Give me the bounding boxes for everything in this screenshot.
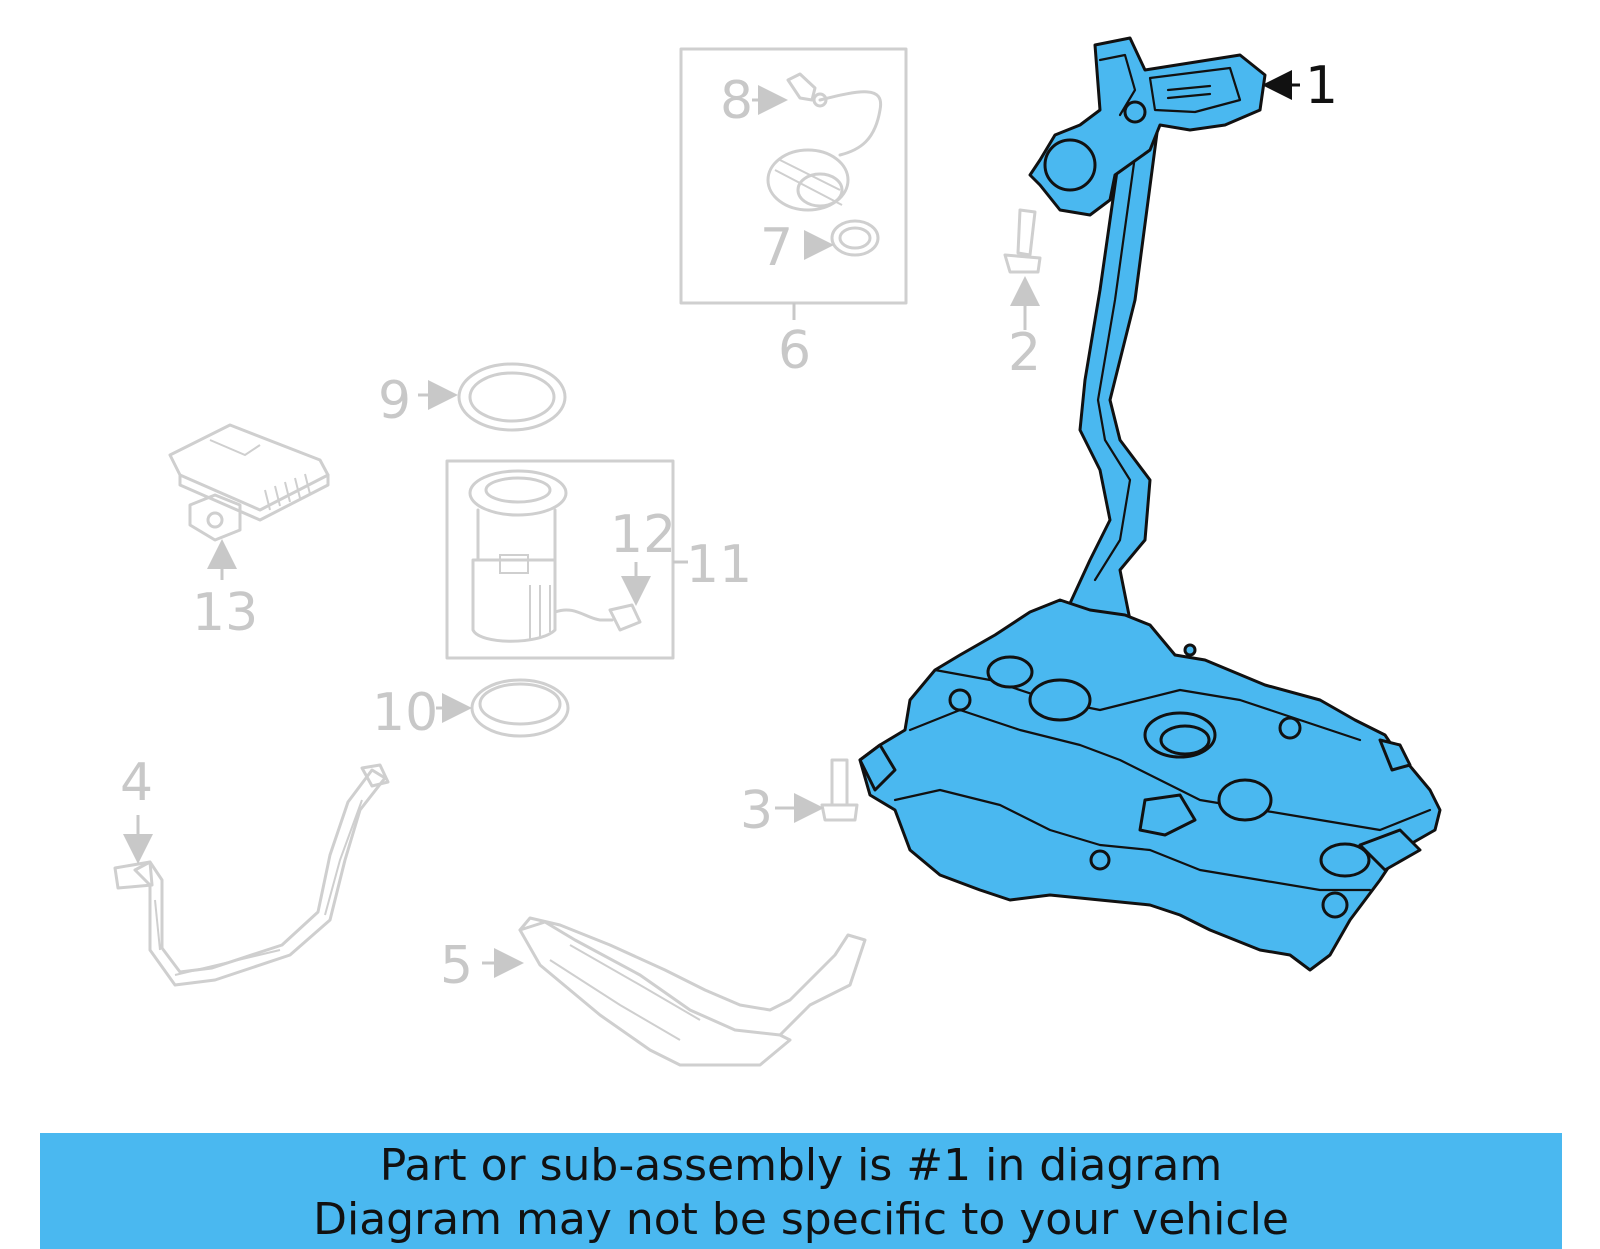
info-banner: Part or sub-assembly is #1 in diagram Di… xyxy=(40,1133,1562,1249)
part-6-filler-cap-kit[interactable] xyxy=(679,47,908,320)
callout-12: 12 xyxy=(610,505,676,565)
part-10-pump-seal[interactable] xyxy=(436,678,570,738)
callout-2: 2 xyxy=(1008,323,1041,383)
callout-10: 10 xyxy=(372,683,438,743)
banner-line-2: Diagram may not be specific to your vehi… xyxy=(313,1194,1289,1245)
part-1-fuel-tank-assembly[interactable] xyxy=(858,36,1442,972)
parts-diagram: 1 2 3 4 5 6 7 8 9 10 11 12 13 xyxy=(113,36,1442,1067)
part-4-tank-strap[interactable] xyxy=(113,763,390,987)
callout-11: 11 xyxy=(686,535,752,595)
callout-3: 3 xyxy=(740,781,773,841)
callout-9: 9 xyxy=(378,371,411,431)
callout-5: 5 xyxy=(440,936,473,996)
part-11-fuel-pump-module[interactable] xyxy=(445,459,688,660)
part-8-clip[interactable] xyxy=(752,72,828,115)
callout-6: 6 xyxy=(778,321,811,381)
part-5-heat-shield[interactable] xyxy=(482,916,867,1067)
callout-7: 7 xyxy=(760,218,793,278)
banner-line-1: Part or sub-assembly is #1 in diagram xyxy=(379,1140,1223,1191)
part-12-sender-lead[interactable] xyxy=(553,562,651,632)
part-13-control-module[interactable] xyxy=(168,423,330,580)
callout-8: 8 xyxy=(720,71,753,131)
part-9-lock-ring[interactable] xyxy=(418,362,567,432)
callout-13: 13 xyxy=(192,583,258,643)
part-7-seal-ring[interactable] xyxy=(804,219,880,260)
part-2-bolt[interactable] xyxy=(1003,208,1042,330)
callout-4: 4 xyxy=(120,753,153,813)
callout-1: 1 xyxy=(1305,56,1338,116)
part-3-bolt[interactable] xyxy=(775,758,859,823)
